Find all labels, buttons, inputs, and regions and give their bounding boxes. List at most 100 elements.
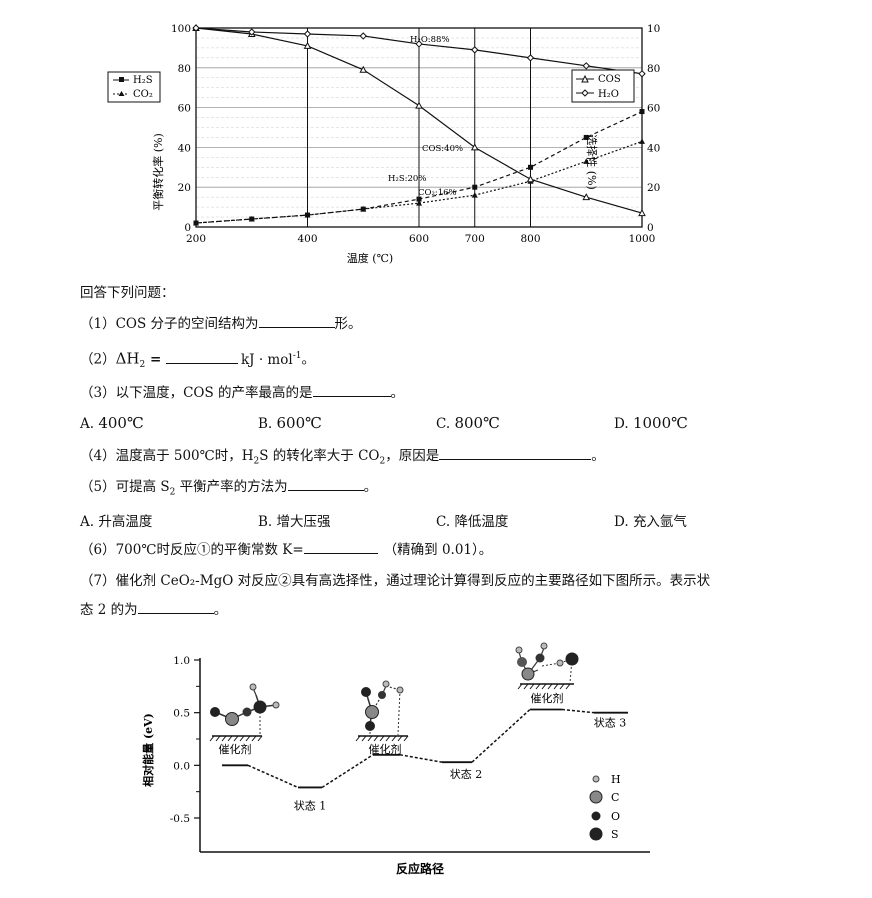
q5-option-a[interactable]: A. 升高温度 [80, 514, 153, 530]
chart1-y-tick-label-right: 60 [647, 103, 660, 115]
chart1-series [192, 23, 646, 226]
chart1-y-tick-label-right: 20 [647, 182, 660, 194]
q2-label: （2） [80, 351, 116, 368]
chart1-point [360, 206, 367, 212]
chart1-x-tick-label: 1000 [629, 233, 656, 245]
chart1-y-tick-label: 60 [178, 103, 191, 115]
chart1-point [470, 143, 479, 151]
chart1-point [192, 24, 200, 32]
chart1-point [471, 192, 478, 198]
molecule-structure-2: 催化剂 [355, 680, 409, 756]
atom-o-icon [591, 811, 601, 821]
chart1-point [359, 65, 368, 73]
q2-dh-sub: 2 [139, 360, 146, 371]
chart1-y-tick-label-right: 40 [647, 142, 660, 154]
q7-blank[interactable] [137, 600, 214, 614]
chart2-transition [247, 764, 299, 789]
chart2-transition [471, 708, 531, 763]
chart1-point [304, 212, 311, 218]
atom-o-label: O [611, 810, 620, 823]
chart1-annotation: H₂S:20% [388, 174, 426, 184]
atom-h-icon [592, 775, 600, 783]
chart2-y-tick-label: -0.5 [170, 813, 190, 825]
q7-line1: （7）催化剂 CeO₂-MgO 对反应②具有高选择性，通过理论计算得到反应的主要… [80, 573, 711, 589]
question-6: （6）700℃时反应①的平衡常数 K=（精确到 0.01）。 [80, 540, 493, 558]
q4-blank[interactable] [439, 446, 592, 460]
chart1-y-tick-label: 20 [178, 182, 191, 194]
q3-option-d[interactable]: D. 1000℃ [614, 414, 688, 432]
chart1-point [193, 220, 199, 226]
q3-option-c[interactable]: C. 800℃ [436, 414, 500, 432]
chart1-point [303, 41, 312, 49]
chart1-ylabel-left: 平衡转化率 (%) [151, 133, 165, 211]
q5-option-c[interactable]: C. 降低温度 [436, 514, 509, 530]
atom-c-label: C [611, 791, 619, 804]
chart1-point [638, 70, 646, 78]
q5-option-b[interactable]: B. 增大压强 [258, 514, 331, 530]
chart2-state-labels: 状态 1状态 2状态 3 [294, 716, 627, 813]
chart1-point [582, 62, 590, 70]
atom-c-icon [589, 790, 603, 804]
chart1-point [359, 32, 367, 40]
chart2-xlabel: 反应路径 [396, 861, 444, 876]
chart1-annotations: H₂O:88%COS:40%H₂S:20%CO₂:16% [388, 35, 463, 198]
q2-unit-sup: -1 [292, 351, 302, 361]
catalyst-label-1: 催化剂 [219, 742, 252, 756]
chart1-point [528, 164, 533, 170]
chart2-y-tick-label: 0.0 [173, 760, 190, 772]
chart1-y-tick-label-right: 0 [647, 222, 654, 234]
q5-option-d[interactable]: D. 充入氩气 [614, 514, 687, 530]
chart1-point [471, 46, 479, 54]
legend-h2o: H₂O [598, 89, 619, 100]
chart1-point [583, 134, 589, 140]
chart1-point [472, 184, 478, 190]
chart1-xlabel: 温度 (℃) [347, 251, 393, 265]
legend-cos: COS [598, 74, 621, 85]
chart1-annotation: CO₂:16% [418, 188, 457, 198]
atom-s-label: S [611, 828, 619, 841]
chart2-transition [561, 708, 595, 714]
legend-h2s: H₂S [133, 75, 153, 86]
reaction-energy-diagram: 1.00.50.0-0.5 状态 1状态 2状态 3 反应路径 相对能量 (eV… [141, 642, 650, 876]
chart1-annotation: H₂O:88% [410, 35, 450, 45]
chart2-ticks: 1.00.50.0-0.5 [170, 655, 200, 825]
q3-option-b[interactable]: B. 600℃ [258, 414, 322, 432]
question-7: （7）催化剂 CeO₂-MgO 对反应②具有高选择性，通过理论计算得到反应的主要… [80, 573, 711, 618]
molecule-structure-1: 催化剂 [209, 683, 280, 756]
chart1-legend-right: COS H₂O [571, 69, 635, 103]
chart2-state-label: 状态 3 [594, 716, 627, 730]
chart1-y-tick-label: 40 [178, 142, 191, 154]
q2-eq: = [145, 351, 166, 368]
q3-text: （3）以下温度，COS 的产率最高的是 [80, 385, 313, 401]
q2-dh: ΔH [115, 349, 140, 368]
chart1-y-tick-label: 80 [178, 63, 191, 75]
chart2-energy-path [222, 708, 628, 789]
q3-option-a[interactable]: A. 400℃ [80, 414, 144, 432]
chart1-x-tick-label: 400 [297, 233, 317, 245]
question-1: （1）COS 分子的空间结构为形。 [80, 314, 362, 333]
q1-end: 形。 [334, 316, 362, 332]
atom-h-label: H [611, 773, 621, 786]
chart2-state-label: 状态 1 [294, 798, 327, 812]
chart1-point [526, 175, 535, 183]
chart1-point [248, 216, 255, 222]
chart1-point [526, 54, 535, 62]
q7-line2: 态 2 的为 [80, 602, 138, 618]
q1-blank[interactable] [258, 314, 335, 328]
questions-intro: 回答下列问题： [80, 285, 175, 301]
chart1-series-line-CO₂ [195, 140, 643, 224]
chart1-point [416, 196, 422, 202]
catalyst-label-3: 催化剂 [531, 691, 564, 705]
q2-unit: kJ · mol [240, 351, 293, 368]
chart1-point [639, 138, 645, 144]
q2-blank[interactable] [165, 350, 238, 364]
chart1-y-tick-label: 100 [171, 23, 191, 35]
q6-blank[interactable] [303, 540, 378, 554]
chart1-point [303, 30, 312, 38]
question-5: （5）可提高 S2 平衡产率的方法为。 [80, 477, 378, 498]
q3-blank[interactable] [312, 383, 391, 397]
legend-co2: CO₂ [133, 89, 153, 100]
q5-blank[interactable] [287, 477, 364, 491]
q2-end: 。 [301, 351, 315, 368]
